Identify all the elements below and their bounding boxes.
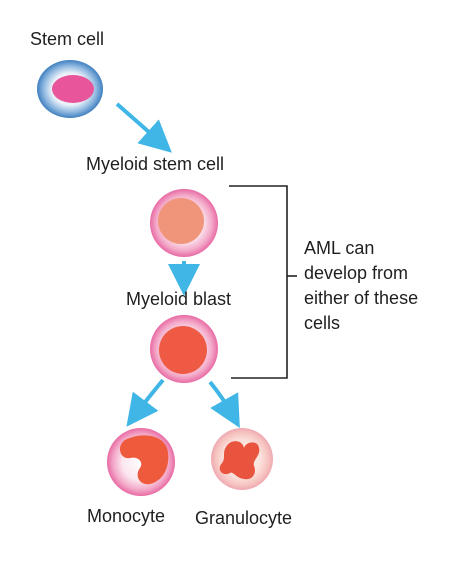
myeloid-blast-cell — [150, 315, 218, 383]
stem-cell-label: Stem cell — [30, 29, 105, 49]
bracket — [229, 185, 288, 379]
myeloid-stem-cell-nucleus — [158, 198, 204, 244]
granulocyte-label: Granulocyte — [195, 508, 293, 528]
stem-cell — [37, 60, 103, 118]
granulocyte-nucleus — [219, 441, 260, 480]
aml-annotation-line: AML can — [304, 238, 375, 258]
myeloid-stem-cell-label: Myeloid stem cell — [86, 154, 225, 174]
myeloid-blast-label: Myeloid blast — [126, 289, 232, 309]
aml-annotation: AML can develop from either of these cel… — [304, 236, 444, 336]
aml-annotation-line: cells — [304, 313, 341, 333]
stem-cell-nucleus — [52, 75, 94, 103]
monocyte-cell — [107, 428, 175, 496]
myeloid-blast-nucleus — [159, 326, 207, 374]
arrow-blast-to-granulocyte — [208, 380, 240, 428]
aml-annotation-line: develop from — [304, 263, 409, 283]
arrow-stem-to-myeloid-stem — [115, 102, 172, 153]
arrow-blast-to-monocyte — [126, 378, 165, 427]
monocyte-label: Monocyte — [87, 506, 166, 526]
aml-annotation-line: either of these — [304, 288, 419, 308]
granulocyte-cell — [211, 428, 273, 490]
monocyte-nucleus — [119, 435, 169, 485]
myeloid-stem-cell — [150, 189, 218, 257]
